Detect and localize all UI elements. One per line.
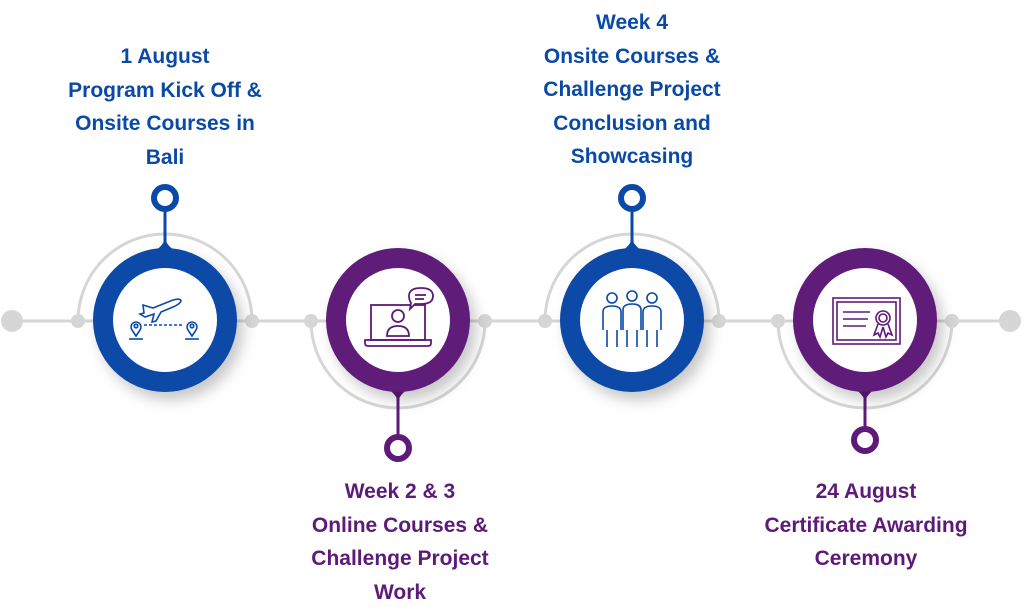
milestone-4-line: Certificate Awarding <box>764 513 968 537</box>
milestone-4-line: Ceremony <box>814 547 918 570</box>
milestone-1-line: Onsite Courses in <box>75 112 255 135</box>
milestone-2-label: Week 2 & 3 Online Courses & Challenge Pr… <box>270 475 530 609</box>
milestone-2-line: Week 2 & 3 <box>344 480 456 503</box>
milestone-3-line: Showcasing <box>570 145 694 168</box>
track-dots <box>71 314 959 328</box>
milestone-1-line: 1 August <box>120 45 210 68</box>
milestone-4-line: 24 August <box>815 480 917 503</box>
milestone-2-node <box>326 248 470 462</box>
milestone-3-line: Week 4 <box>596 11 668 34</box>
certificate-icon <box>832 297 901 345</box>
track-start-dot <box>1 310 23 332</box>
milestone-4-label: 24 August Certificate Awarding Ceremony <box>736 475 996 576</box>
milestone-1-line: Bali <box>145 145 185 169</box>
milestone-2-line: Challenge Project <box>311 547 489 570</box>
group-people-icon <box>602 290 662 347</box>
milestone-1-label: 1 August Program Kick Off & Onsite Cours… <box>35 40 295 174</box>
milestone-1-node <box>93 184 237 392</box>
track-end-dot <box>999 310 1021 332</box>
milestone-3-node <box>560 184 704 392</box>
milestone-3-line: Challenge Project <box>543 78 721 101</box>
milestone-1-line: Program Kick Off & <box>68 78 262 102</box>
airplane-travel-icon <box>129 298 199 340</box>
milestone-2-line: Work <box>373 580 427 604</box>
milestone-4-node <box>793 248 937 454</box>
milestone-3-line: Conclusion and <box>553 111 711 135</box>
milestone-2-line: Online Courses & <box>311 513 489 537</box>
milestone-3-label: Week 4 Onsite Courses & Challenge Projec… <box>502 6 762 174</box>
milestone-3-line: Onsite Courses & <box>543 44 721 68</box>
laptop-video-chat-icon <box>364 287 434 347</box>
